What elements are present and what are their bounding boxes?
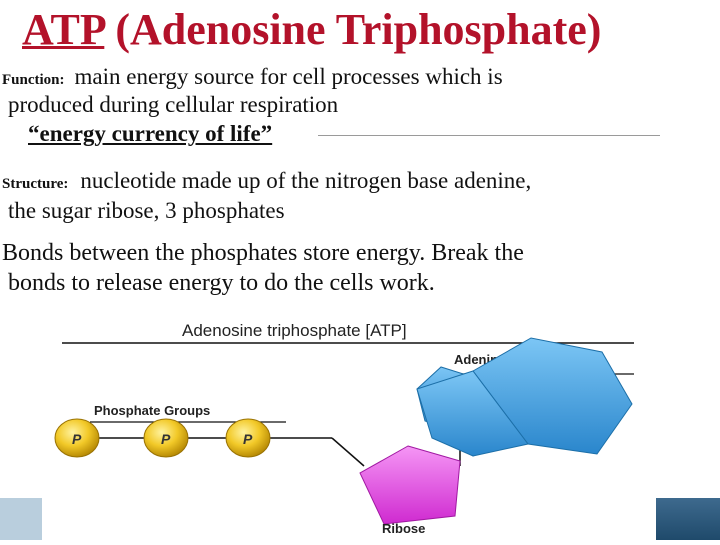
diagram-heading: Adenosine triphosphate [ATP] (182, 321, 407, 340)
title-rest: (Adenosine Triphosphate) (104, 5, 602, 54)
phosphate-ribose-bond (331, 437, 365, 467)
structure-text-2: the sugar ribose, 3 phosphates (8, 198, 285, 223)
atp-diagram: Adenosine triphosphate [ATP] Adenine Pho… (42, 316, 656, 540)
structure-text-1: nucleotide made up of the nitrogen base … (80, 168, 532, 193)
atp-diagram-svg: Adenosine triphosphate [ATP] Adenine Pho… (54, 321, 634, 536)
divider-rule (318, 135, 660, 136)
ribose-pentagon (359, 445, 461, 525)
function-text-1: main energy source for cell processes wh… (74, 64, 503, 89)
adenine-ring-inner (416, 370, 529, 457)
function-text-2: produced during cellular respiration (8, 92, 339, 117)
function-line1: Function: main energy source for cell pr… (2, 64, 503, 90)
bonds-text-1: Bonds between the phosphates store energ… (2, 240, 524, 266)
title-atp: ATP (22, 5, 105, 54)
footer-strip (0, 498, 42, 540)
phosphate-label: Phosphate Groups (94, 403, 210, 418)
phosphate-group-1: P (54, 418, 100, 458)
phosphate-p-1: P (72, 431, 82, 447)
function-label: Function: (2, 72, 65, 88)
phosphate-group-2: P (143, 418, 189, 458)
phosphate-group-3: P (225, 418, 271, 458)
slide-title: ATP (Adenosine Triphosphate) (22, 8, 682, 52)
ribose-label: Ribose (382, 521, 425, 536)
bonds-text-2: bonds to release energy to do the cells … (8, 270, 435, 296)
phosphate-p-3: P (243, 431, 253, 447)
structure-label: Structure: (2, 176, 69, 192)
structure-line1: Structure: nucleotide made up of the nit… (2, 168, 531, 194)
footer-accent (656, 498, 720, 540)
function-text-3: “energy currency of life” (28, 121, 273, 146)
phosphate-p-2: P (161, 431, 171, 447)
